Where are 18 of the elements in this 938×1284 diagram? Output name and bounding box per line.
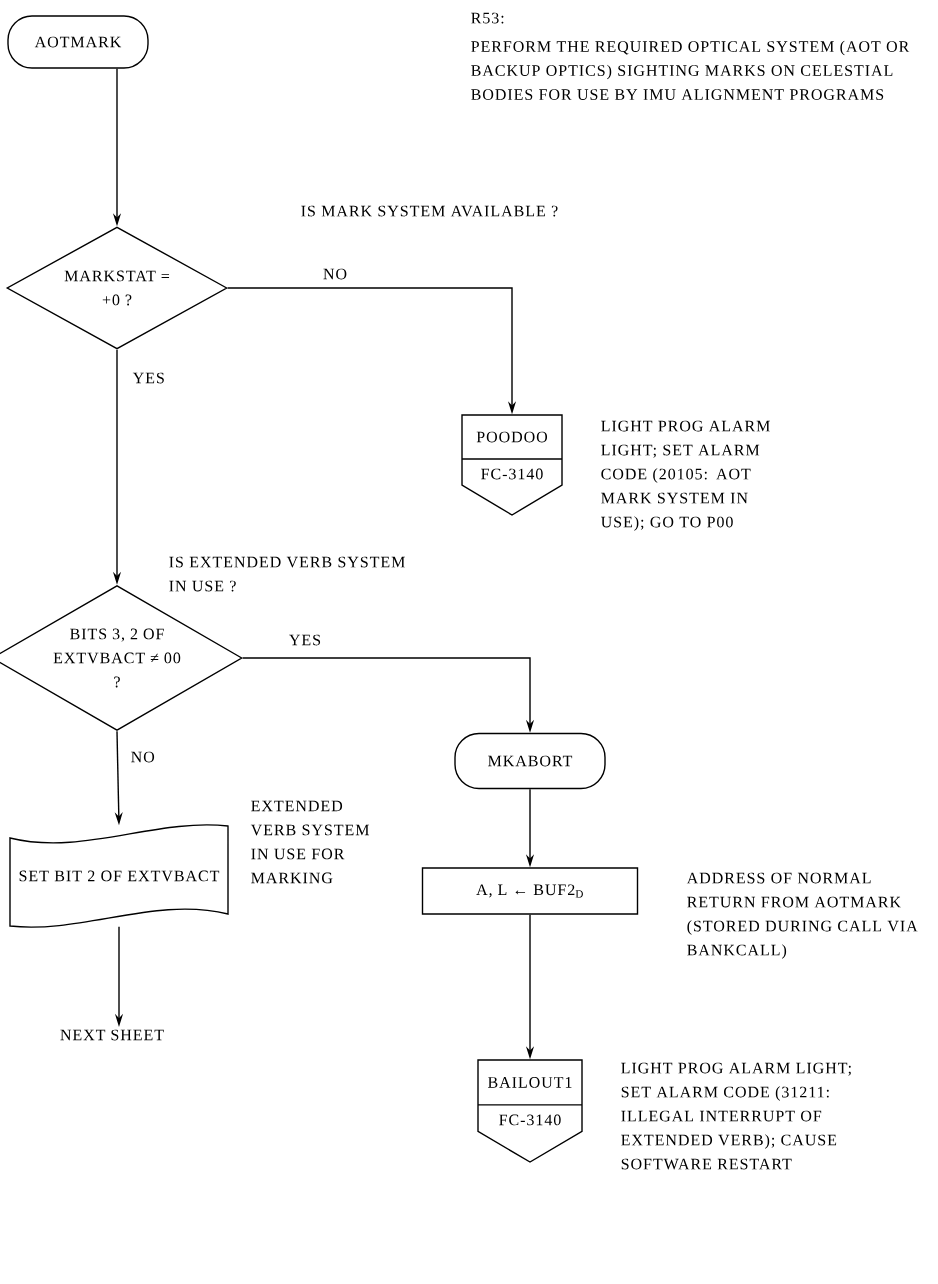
annotation-text: ADDRESS OF NORMAL RETURN FROM AOTMARK (STORED DURING CALL VIA BANKCALL): [686, 872, 918, 959]
heading-text: R53:: [471, 12, 504, 24]
connector-text: NEXT SHEET: [60, 1029, 164, 1041]
terminal-box: AOTMARK: [7, 15, 149, 69]
annotation-text: EXTENDED VERB SYSTEM IN USE FOR MARKING: [250, 800, 370, 884]
question-text: IS MARK SYSTEM AVAILABLE ?: [301, 205, 558, 217]
edge-label: NO: [128, 749, 157, 765]
offpage-connector: BAILOUT1 FC-3140: [477, 1059, 583, 1163]
edge-label: YES: [130, 370, 167, 386]
annotation-text: LIGHT PROG ALARM LIGHT; SET ALARM CODE (31211: ILLEGAL INTERRUPT OF EXTENDED VERB); CAUSE SOFTWARE RESTART: [621, 1062, 851, 1170]
punched-tape-box: SET BIT 2 OF EXTVBACT: [9, 824, 229, 928]
description-text: PERFORM THE REQUIRED OPTICAL SYSTEM (AOT OR BACKUP OPTICS) SIGHTING MARKS ON CELESTIAL BODIES FOR USE BY IMU ALIGNMENT PROGRAMS: [471, 40, 910, 100]
annotation-text: LIGHT PROG ALARM LIGHT; SET ALARM CODE (20105: AOT MARK SYSTEM IN USE); GO TO P00: [601, 420, 770, 531]
edge-label: NO: [320, 266, 350, 282]
process-box: A, L ← BUF2$_{D}$: [421, 867, 639, 915]
edge-label: YES: [286, 632, 324, 648]
offpage-connector: POODOO FC-3140: [461, 414, 563, 516]
terminal-box: MKABORT: [454, 732, 606, 790]
